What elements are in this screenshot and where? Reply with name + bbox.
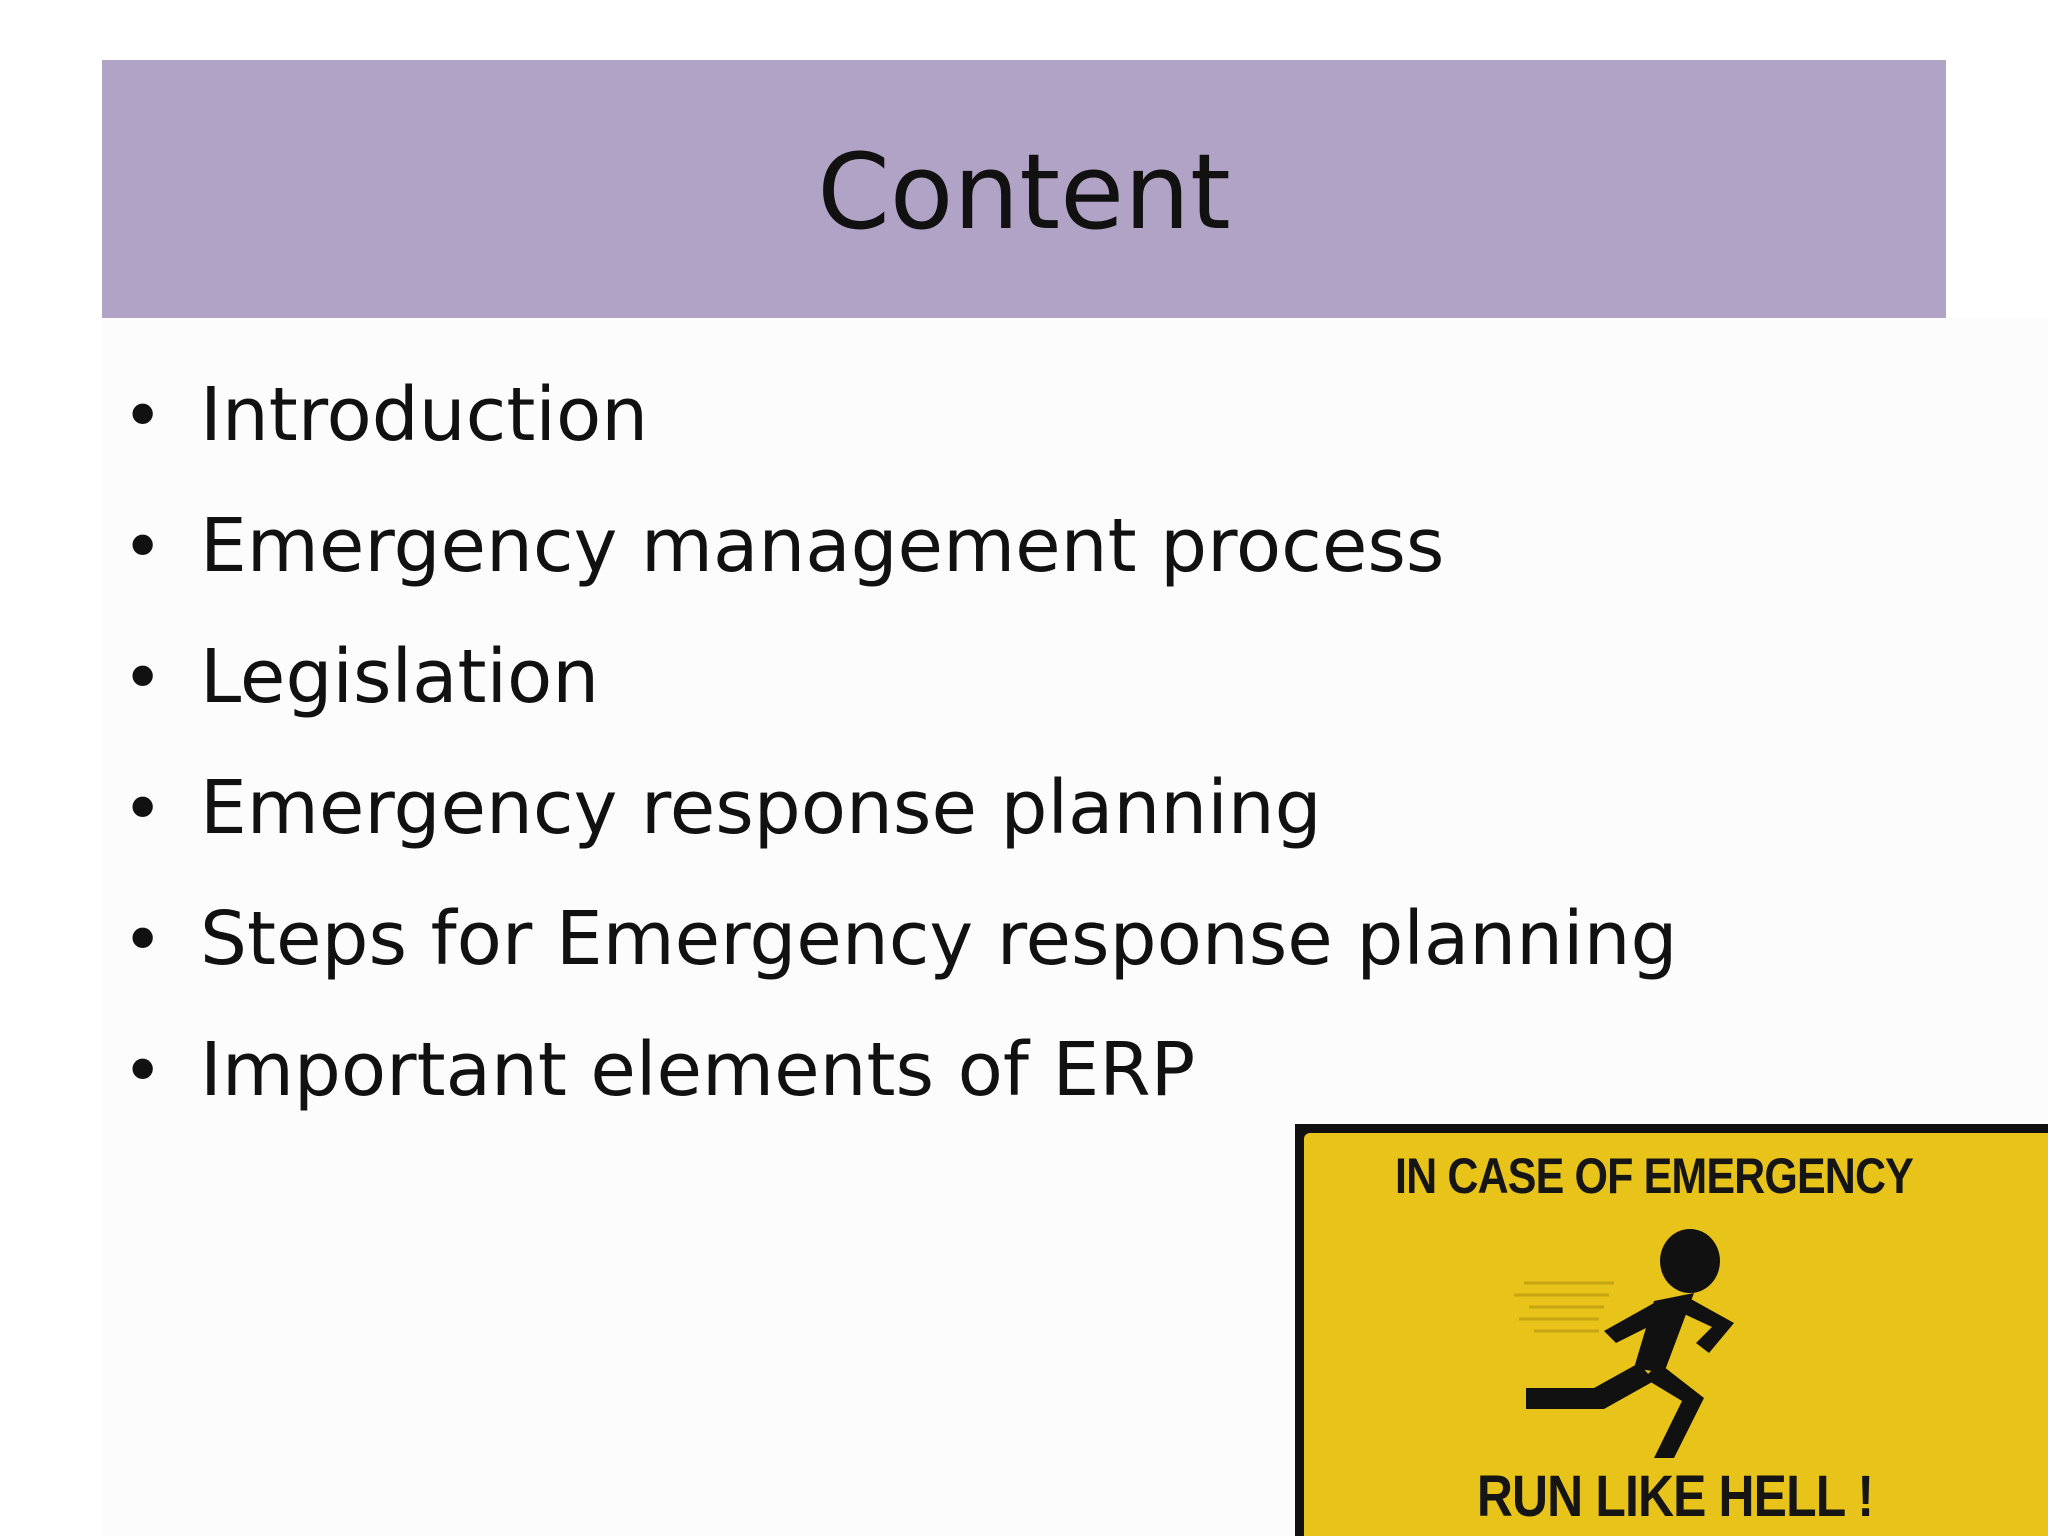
bullet-text: Emergency response planning	[200, 765, 1322, 851]
sign-bottom-text: RUN LIKE HELL !	[1476, 1464, 1874, 1529]
list-item: • Important elements of ERP	[122, 1027, 1677, 1158]
list-item: • Steps for Emergency response planning	[122, 896, 1677, 1027]
running-man-icon	[1514, 1229, 1734, 1458]
bullet-dot: •	[122, 768, 164, 850]
slide-title: Content	[817, 131, 1231, 253]
title-bar: Content	[102, 60, 1946, 318]
bullet-text: Legislation	[200, 634, 600, 720]
emergency-sign-image: IN CASE OF EMERGENCY	[1295, 1124, 2048, 1536]
bullet-dot: •	[122, 637, 164, 719]
bullet-dot: •	[122, 375, 164, 457]
bullet-text: Emergency management process	[200, 503, 1445, 589]
list-item: • Legislation	[122, 634, 1677, 765]
list-item: • Emergency response planning	[122, 765, 1677, 896]
bullet-list: • Introduction • Emergency management pr…	[122, 372, 1677, 1158]
bullet-dot: •	[122, 899, 164, 981]
list-item: • Introduction	[122, 372, 1677, 503]
emergency-sign-face: IN CASE OF EMERGENCY	[1304, 1133, 2048, 1536]
bullet-text: Introduction	[200, 372, 649, 458]
bullet-dot: •	[122, 506, 164, 588]
sign-top-text: IN CASE OF EMERGENCY	[1395, 1148, 1914, 1204]
list-item: • Emergency management process	[122, 503, 1677, 634]
bullet-dot: •	[122, 1030, 164, 1112]
bullet-text: Steps for Emergency response planning	[200, 896, 1678, 982]
bullet-text: Important elements of ERP	[200, 1027, 1196, 1113]
